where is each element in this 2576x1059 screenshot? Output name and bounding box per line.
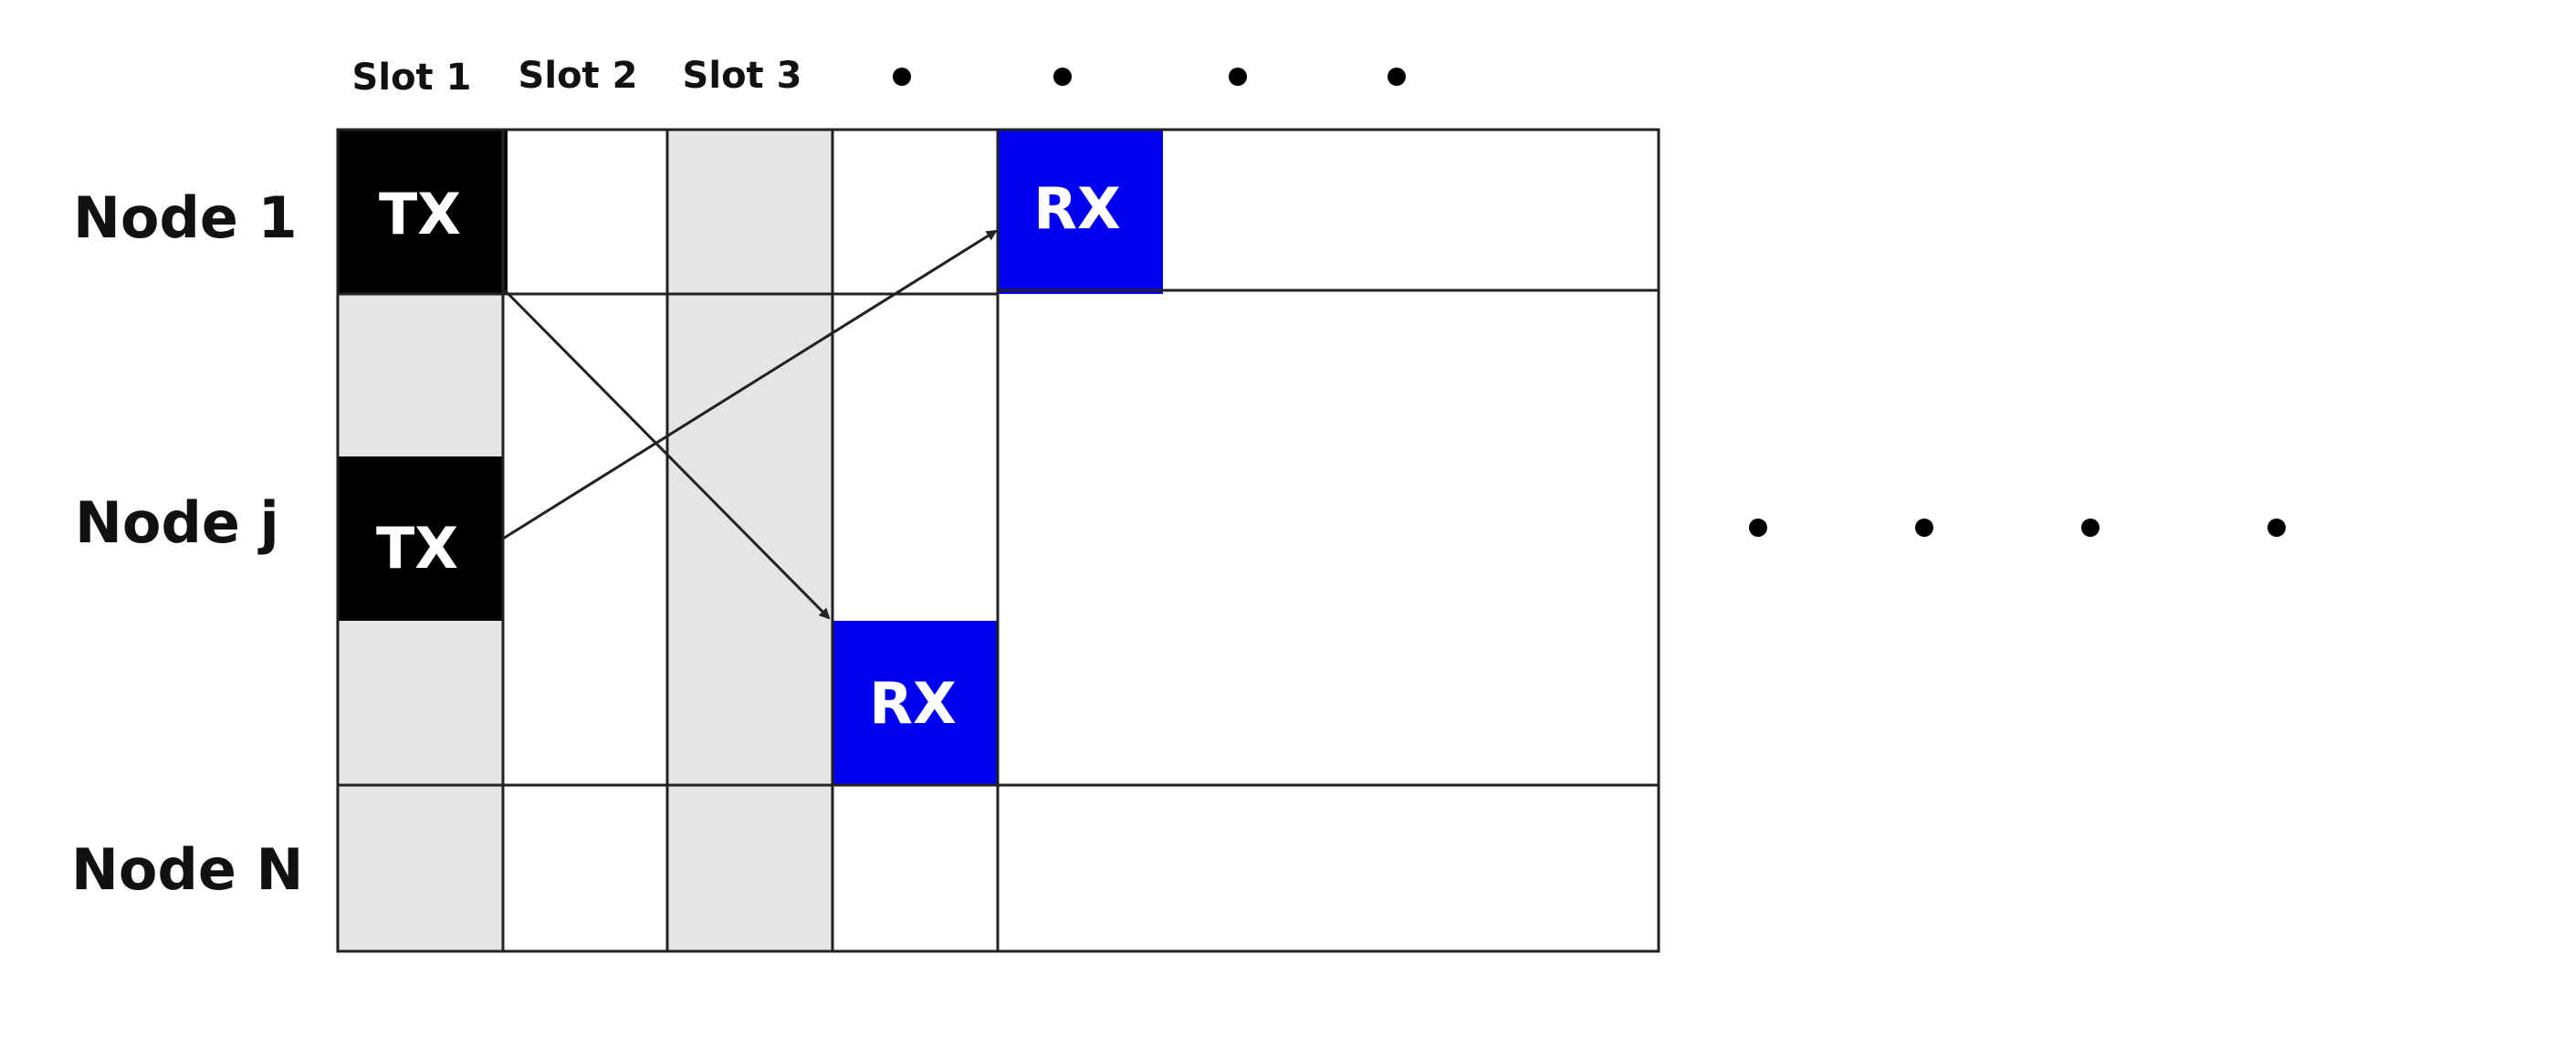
- arrow-node-j-to-node-1: [502, 229, 998, 540]
- extension-grid: [996, 128, 1660, 953]
- node-label-j: Node j: [75, 489, 279, 556]
- node-label-1: Node 1: [73, 184, 298, 251]
- rx-label-node-1: RX: [1033, 175, 1121, 242]
- slot-ellipsis-dots: [893, 68, 1406, 86]
- node-ellipsis-dots: [1749, 519, 2286, 537]
- tx-block-node-j: [338, 456, 503, 621]
- arrow-node-1-to-node-j: [503, 288, 831, 620]
- rx-block-node-1: [998, 130, 1163, 294]
- slot3-shade: [667, 130, 832, 951]
- rx-label-node-j: RX: [869, 670, 957, 737]
- node-label-n: Node N: [71, 836, 303, 903]
- rx-block-node-j: [832, 621, 998, 785]
- tx-block-node-1: [338, 130, 508, 294]
- slot-label-3: Slot 3: [683, 55, 802, 97]
- slot-label-1: Slot 1: [352, 57, 472, 99]
- tx-label-node-j: TX: [376, 515, 458, 582]
- tx-label-node-1: TX: [379, 181, 461, 247]
- slot-label-2: Slot 2: [518, 55, 638, 97]
